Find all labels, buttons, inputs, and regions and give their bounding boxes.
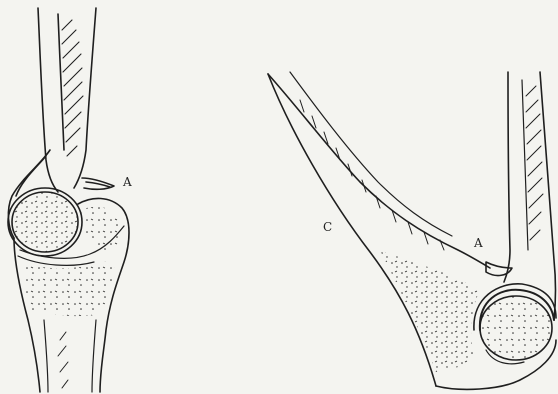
label-a-left: A (123, 175, 132, 189)
left-upper-bone-shaft (38, 8, 58, 192)
left-bone-head (12, 192, 78, 252)
right-vertical-bone (504, 72, 510, 282)
left-lower-bone (14, 238, 40, 392)
label-a-right: A (474, 236, 483, 250)
right-bone-head (480, 296, 552, 360)
left-shaft-hatching (62, 20, 83, 156)
left-joint-figure (8, 8, 129, 392)
right-joint-figure (268, 72, 556, 389)
label-c: C (323, 220, 332, 234)
